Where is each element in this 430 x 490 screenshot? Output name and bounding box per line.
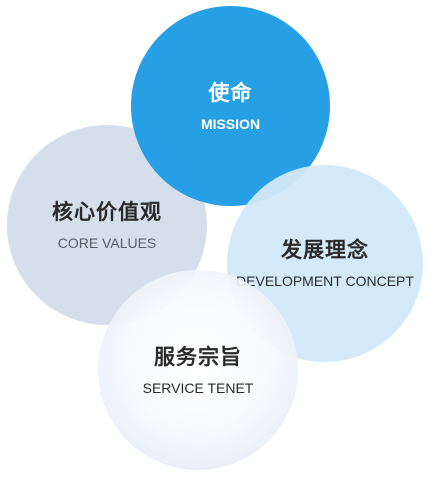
service-tenet-title: 服务宗旨 <box>154 344 242 369</box>
mission-subtitle: MISSION <box>200 115 261 132</box>
core-values-title: 核心价值观 <box>52 199 162 224</box>
mission-circle: 使命 MISSION <box>131 6 330 206</box>
development-concept-title: 发展理念 <box>281 238 369 262</box>
mission-title: 使命 <box>208 80 253 105</box>
service-tenet-subtitle: SERVICE TENET <box>142 379 254 396</box>
core-values-subtitle: CORE VALUES <box>57 234 157 251</box>
development-concept-subtitle: DEVELOPMENT CONCEPT <box>236 273 414 289</box>
service-tenet-circle: 服务宗旨 SERVICE TENET <box>98 270 298 470</box>
